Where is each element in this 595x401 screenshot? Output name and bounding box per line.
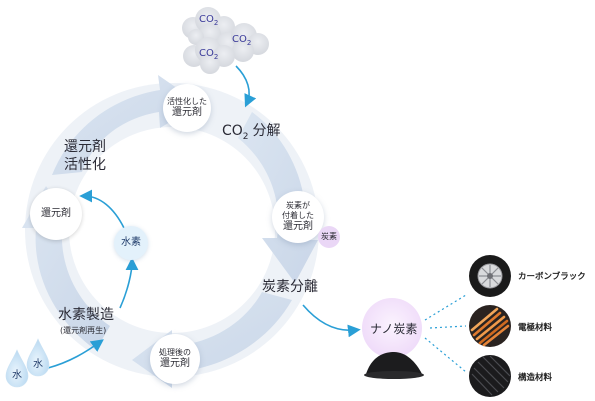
water-drop-1: [5, 349, 29, 388]
activated-reductant-line2: 還元剤: [172, 107, 202, 118]
co2-cloud-group: [182, 7, 269, 74]
water-label-1: 水: [12, 370, 22, 381]
activated-reductant-node: 活性化した 還元剤: [163, 84, 211, 132]
application-label-structural: 構造材料: [518, 373, 553, 383]
carbon-attached-node: 炭素が 付着した 還元剤: [272, 191, 324, 243]
flow-arrows: [47, 65, 361, 369]
flow-arrow-h2-up: [119, 257, 139, 309]
co2-cloud-3: [183, 37, 235, 74]
carbon-attached-line1: 炭素が: [286, 201, 310, 210]
activated-reductant-line1: 活性化した: [167, 97, 207, 106]
cycle-arrow-top: [52, 75, 200, 175]
cycle-ring: [25, 83, 319, 377]
flow-arrow-h2-to-reductant: [79, 189, 125, 229]
co2-label-2: CO2: [232, 34, 252, 47]
water-drops: [5, 338, 50, 388]
electrode-rods-icon: [469, 305, 511, 347]
step-hydrogen-production-sub: (還元剤再生): [60, 326, 107, 335]
step-reductant-activation: 還元剤 活性化: [64, 139, 106, 173]
step-hydrogen-production: 水素製造: [58, 307, 114, 323]
processed-reductant-line2: 還元剤: [160, 358, 190, 369]
reductant-node: 還元剤: [30, 188, 82, 240]
step-carbon-separation: 炭素分離: [262, 279, 318, 295]
processed-reductant-node: 処理後の 還元剤: [150, 334, 200, 384]
carbon-attached-line2: 付着した: [282, 211, 314, 220]
carbon-powder-pile: [366, 352, 422, 374]
flow-arrow-water: [47, 339, 104, 369]
flow-arrow-to-nano: [302, 304, 361, 338]
application-label-carbon-black: カーボンブラック: [518, 272, 586, 282]
flow-arrow-co2-in: [235, 65, 257, 108]
co2-label-3: CO2: [199, 48, 219, 61]
water-label-2: 水: [33, 359, 43, 370]
app-connectors: [424, 294, 467, 373]
water-drop-2: [26, 338, 50, 377]
nano-carbon-group: [362, 298, 424, 379]
carbon-attached-line3: 還元剤: [283, 221, 313, 232]
nano-carbon-label: ナノ炭素: [370, 322, 418, 336]
tire-icon: [469, 255, 511, 297]
application-label-electrode: 電極材料: [518, 323, 553, 333]
co2-label-1: CO2: [199, 14, 219, 27]
processed-reductant-line1: 処理後の: [159, 348, 191, 357]
carbon-fiber-icon: [469, 355, 511, 397]
hydrogen-node: 水素: [114, 226, 148, 260]
carbon-badge: 炭素: [318, 226, 340, 248]
